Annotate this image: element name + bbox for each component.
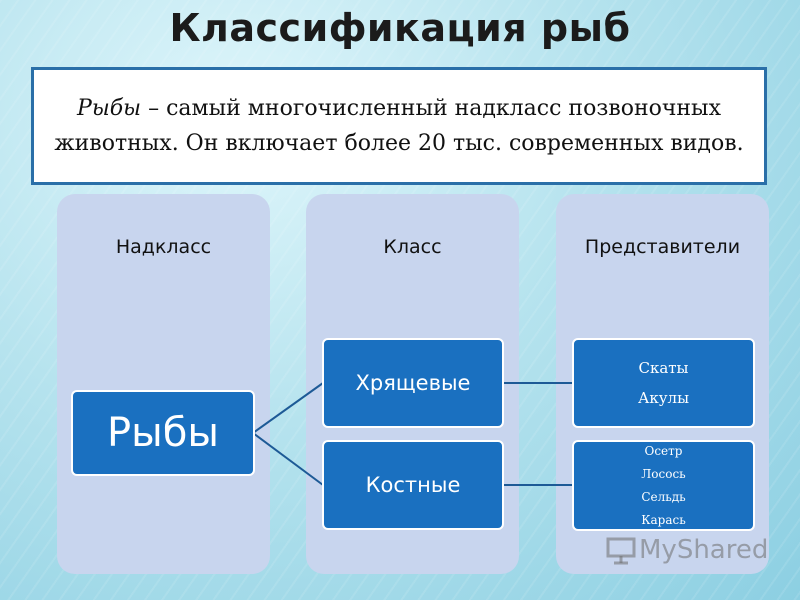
intro-italic: Рыбы <box>77 96 142 121</box>
rep-rays: Скаты <box>638 359 689 377</box>
watermark-text: MyShared <box>639 535 769 565</box>
column-label-superclass: Надкласс <box>115 236 212 258</box>
column-superclass <box>57 194 270 574</box>
node-fish-superclass: Рыбы <box>71 390 255 476</box>
intro-body: – самый многочисленный надкласс позвоноч… <box>54 96 744 156</box>
node-cartilaginous: Хрящевые <box>322 338 504 428</box>
connector-root-to-bony <box>252 432 324 486</box>
column-label-class: Класс <box>383 236 442 258</box>
rep-sharks: Акулы <box>637 389 690 407</box>
connector-root-to-cartilaginous <box>252 382 324 434</box>
column-label-representatives: Представители <box>584 236 741 258</box>
rep-sturgeon: Осетр <box>644 443 683 458</box>
rep-salmon: Лосось <box>641 466 686 481</box>
rep-crucian: Карась <box>641 512 686 527</box>
watermark-logo: MyShared <box>605 535 768 565</box>
slide-title: Классификация рыб <box>169 6 631 50</box>
leaf-bony-reps: Осетр Лосось Сельдь Карась <box>572 440 755 531</box>
intro-text: Рыбы – самый многочисленный надкласс поз… <box>52 91 746 161</box>
presentation-icon <box>606 537 636 565</box>
intro-box: Рыбы – самый многочисленный надкласс поз… <box>31 67 767 185</box>
leaf-cartilaginous-reps: Скаты Акулы <box>572 338 755 428</box>
node-bony: Костные <box>322 440 504 530</box>
rep-herring: Сельдь <box>641 489 686 504</box>
